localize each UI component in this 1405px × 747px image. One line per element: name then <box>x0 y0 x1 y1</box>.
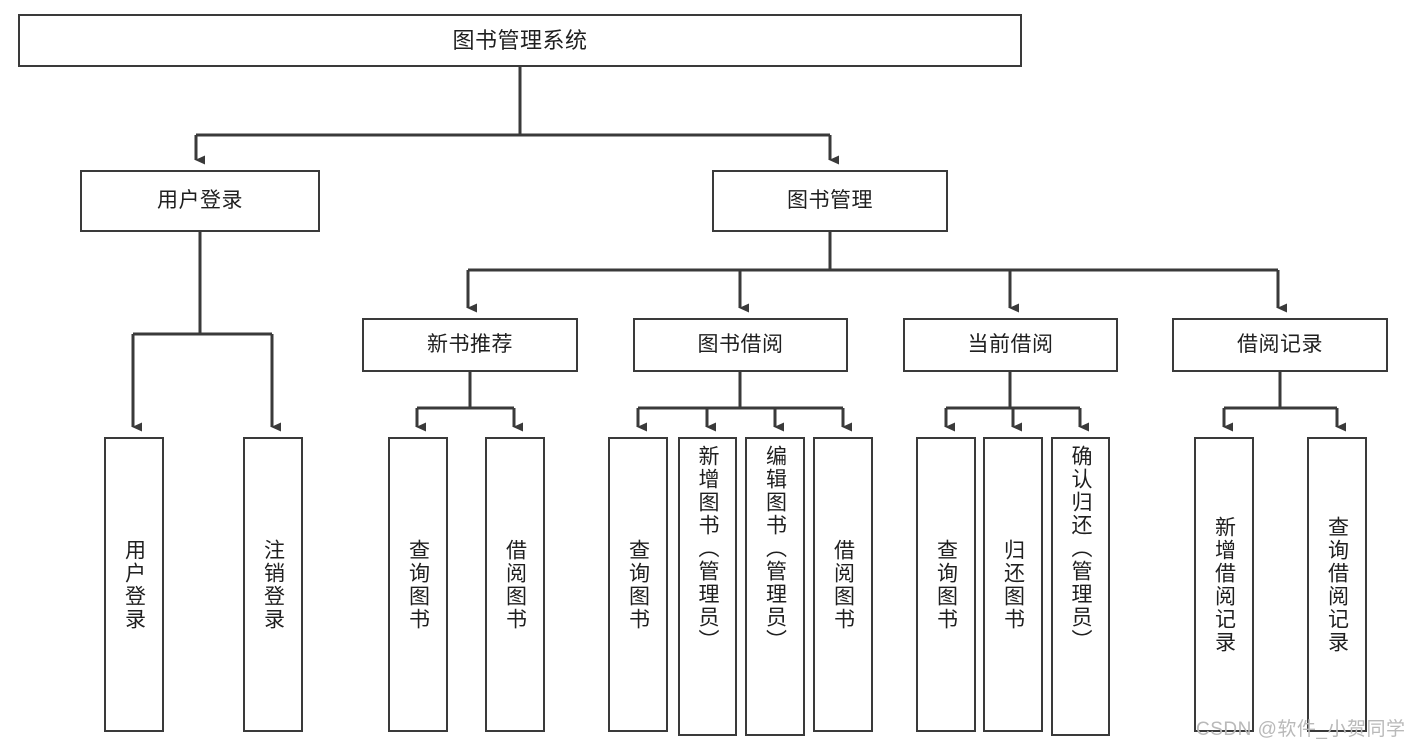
node-label: 查询借阅记录 <box>1325 515 1349 654</box>
node-root-book-management-system[interactable]: 图书管理系统 <box>18 14 1022 67</box>
node-label: 借阅图书 <box>503 538 527 631</box>
node-book-borrow[interactable]: 图书借阅 <box>633 318 848 372</box>
node-label: 图书管理系统 <box>452 27 588 53</box>
leaf-user-login[interactable]: 用户登录 <box>104 437 164 732</box>
node-label: 用户登录 <box>157 188 243 212</box>
leaf-return-book[interactable]: 归还图书 <box>983 437 1043 732</box>
node-label: 借阅记录 <box>1237 332 1323 356</box>
node-label: 查询图书 <box>934 538 958 631</box>
leaf-confirm-return-admin[interactable]: 确认归还（管理员） <box>1051 437 1110 736</box>
node-new-book-recommend[interactable]: 新书推荐 <box>362 318 578 372</box>
node-label: 编辑图书（管理员） <box>763 445 787 652</box>
node-label: 图书管理 <box>787 188 873 212</box>
leaf-add-book-admin[interactable]: 新增图书（管理员） <box>678 437 737 736</box>
leaf-query-borrow-record[interactable]: 查询借阅记录 <box>1307 437 1367 732</box>
leaf-logout-login[interactable]: 注销登录 <box>243 437 303 732</box>
node-label: 新增借阅记录 <box>1212 515 1236 654</box>
node-user-login[interactable]: 用户登录 <box>80 170 320 232</box>
csdn-watermark: CSDN @软件_小贺同学 <box>1196 719 1405 740</box>
node-label: 新增图书（管理员） <box>696 445 719 652</box>
leaf-borrow-book-1[interactable]: 借阅图书 <box>485 437 545 732</box>
node-label: 确认归还（管理员） <box>1069 445 1092 652</box>
node-label: 查询图书 <box>626 538 650 631</box>
leaf-add-borrow-record[interactable]: 新增借阅记录 <box>1194 437 1254 732</box>
node-label: 借阅图书 <box>831 538 855 631</box>
node-label: 归还图书 <box>1001 538 1025 631</box>
leaf-query-book-3[interactable]: 查询图书 <box>916 437 976 732</box>
node-label: 查询图书 <box>406 538 430 631</box>
node-borrow-record[interactable]: 借阅记录 <box>1172 318 1388 372</box>
node-label: 当前借阅 <box>967 332 1054 356</box>
leaf-borrow-book-2[interactable]: 借阅图书 <box>813 437 873 732</box>
node-label: 用户登录 <box>122 538 146 631</box>
leaf-query-book-1[interactable]: 查询图书 <box>388 437 448 732</box>
node-book-management[interactable]: 图书管理 <box>712 170 948 232</box>
leaf-query-book-2[interactable]: 查询图书 <box>608 437 668 732</box>
node-label: 新书推荐 <box>427 332 513 356</box>
leaf-edit-book-admin[interactable]: 编辑图书（管理员） <box>745 437 805 736</box>
node-current-borrow[interactable]: 当前借阅 <box>903 318 1118 372</box>
node-label: 注销登录 <box>261 538 285 631</box>
node-label: 图书借阅 <box>697 332 784 356</box>
